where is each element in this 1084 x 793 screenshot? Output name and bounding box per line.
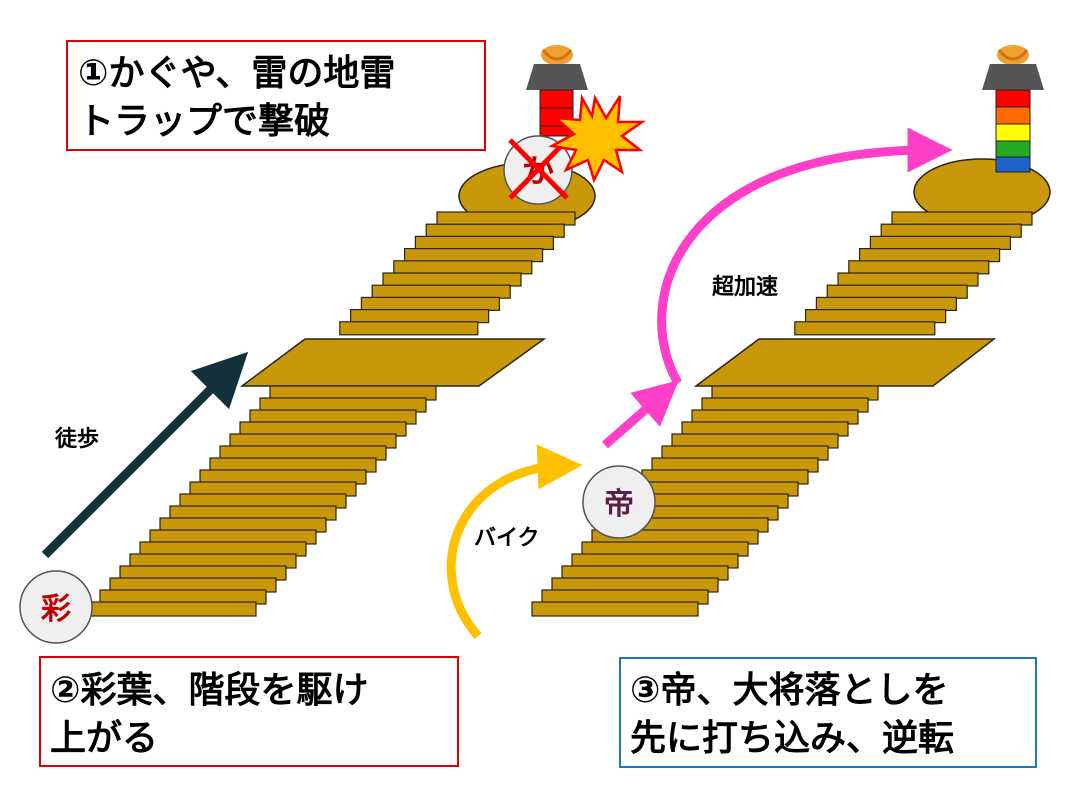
boost-arrow-arc [657,127,953,386]
left-upper-step [382,272,522,287]
boost-arrow-short [602,380,679,449]
iroha-marker: 彩 [19,570,93,644]
bike-label: バイク [474,526,540,551]
left-tower-crown-icon [526,45,588,90]
right-upper-step [804,309,947,324]
right-goal-tower [982,45,1044,173]
right-upper-step [794,321,936,336]
right-lower-flight [531,385,879,617]
left-upper-step [436,211,576,226]
right-upper-step [848,260,990,275]
left-upper-step [404,248,544,263]
right-upper-flight [794,211,1033,336]
walk-arrow [41,351,249,559]
left-upper-step [425,223,565,238]
right-upper-step [880,223,1022,238]
caption-2-line-2: 上がる [50,718,158,759]
right-staircase [531,158,1051,617]
left-upper-step [360,296,500,311]
bike-arrow [446,444,583,639]
explosion-icon [548,93,646,184]
right-upper-step [826,284,968,299]
left-upper-flight [339,211,576,336]
mikado-marker: 帝 [582,465,656,539]
right-upper-step [891,211,1033,226]
boost-label: 超加速 [712,274,778,300]
right-upper-step [815,296,958,311]
left-staircase [89,162,596,617]
right-upper-step [869,235,1012,250]
mikado-char: 帝 [604,487,634,522]
left-lower-flight [89,385,437,617]
caption-3-line-1: ③帝、大将落としを [630,670,948,711]
caption-1-line-1: ①かぐや、雷の地雷 [78,53,395,94]
caption-2-line-1: ②彩葉、階段を駆け [50,670,368,711]
cross-icon [508,138,569,200]
caption-1-line-2: トラップで撃破 [78,101,330,142]
right-lower-step [531,601,699,617]
right-upper-step [837,272,979,287]
left-upper-step [393,260,533,275]
left-mid-landing [239,338,547,387]
left-upper-step [339,321,479,336]
walk-label: 徒歩 [54,426,99,452]
kaguya-marker: か [503,135,573,205]
right-upper-step [858,248,1001,263]
left-lower-step [89,601,257,617]
left-upper-step [350,309,490,324]
left-upper-step [371,284,511,299]
caption-3-line-2: 先に打ち込み、逆転 [630,718,954,759]
right-mid-landing [693,338,997,387]
caption-2: ②彩葉、階段を駆け 上がる [39,656,459,767]
right-tower-crown-icon [982,45,1044,90]
caption-1: ①かぐや、雷の地雷 トラップで撃破 [66,40,486,151]
left-upper-step [414,235,554,250]
iroha-char: 彩 [41,592,71,627]
caption-3: ③帝、大将落としを 先に打ち込み、逆転 [619,657,1037,768]
